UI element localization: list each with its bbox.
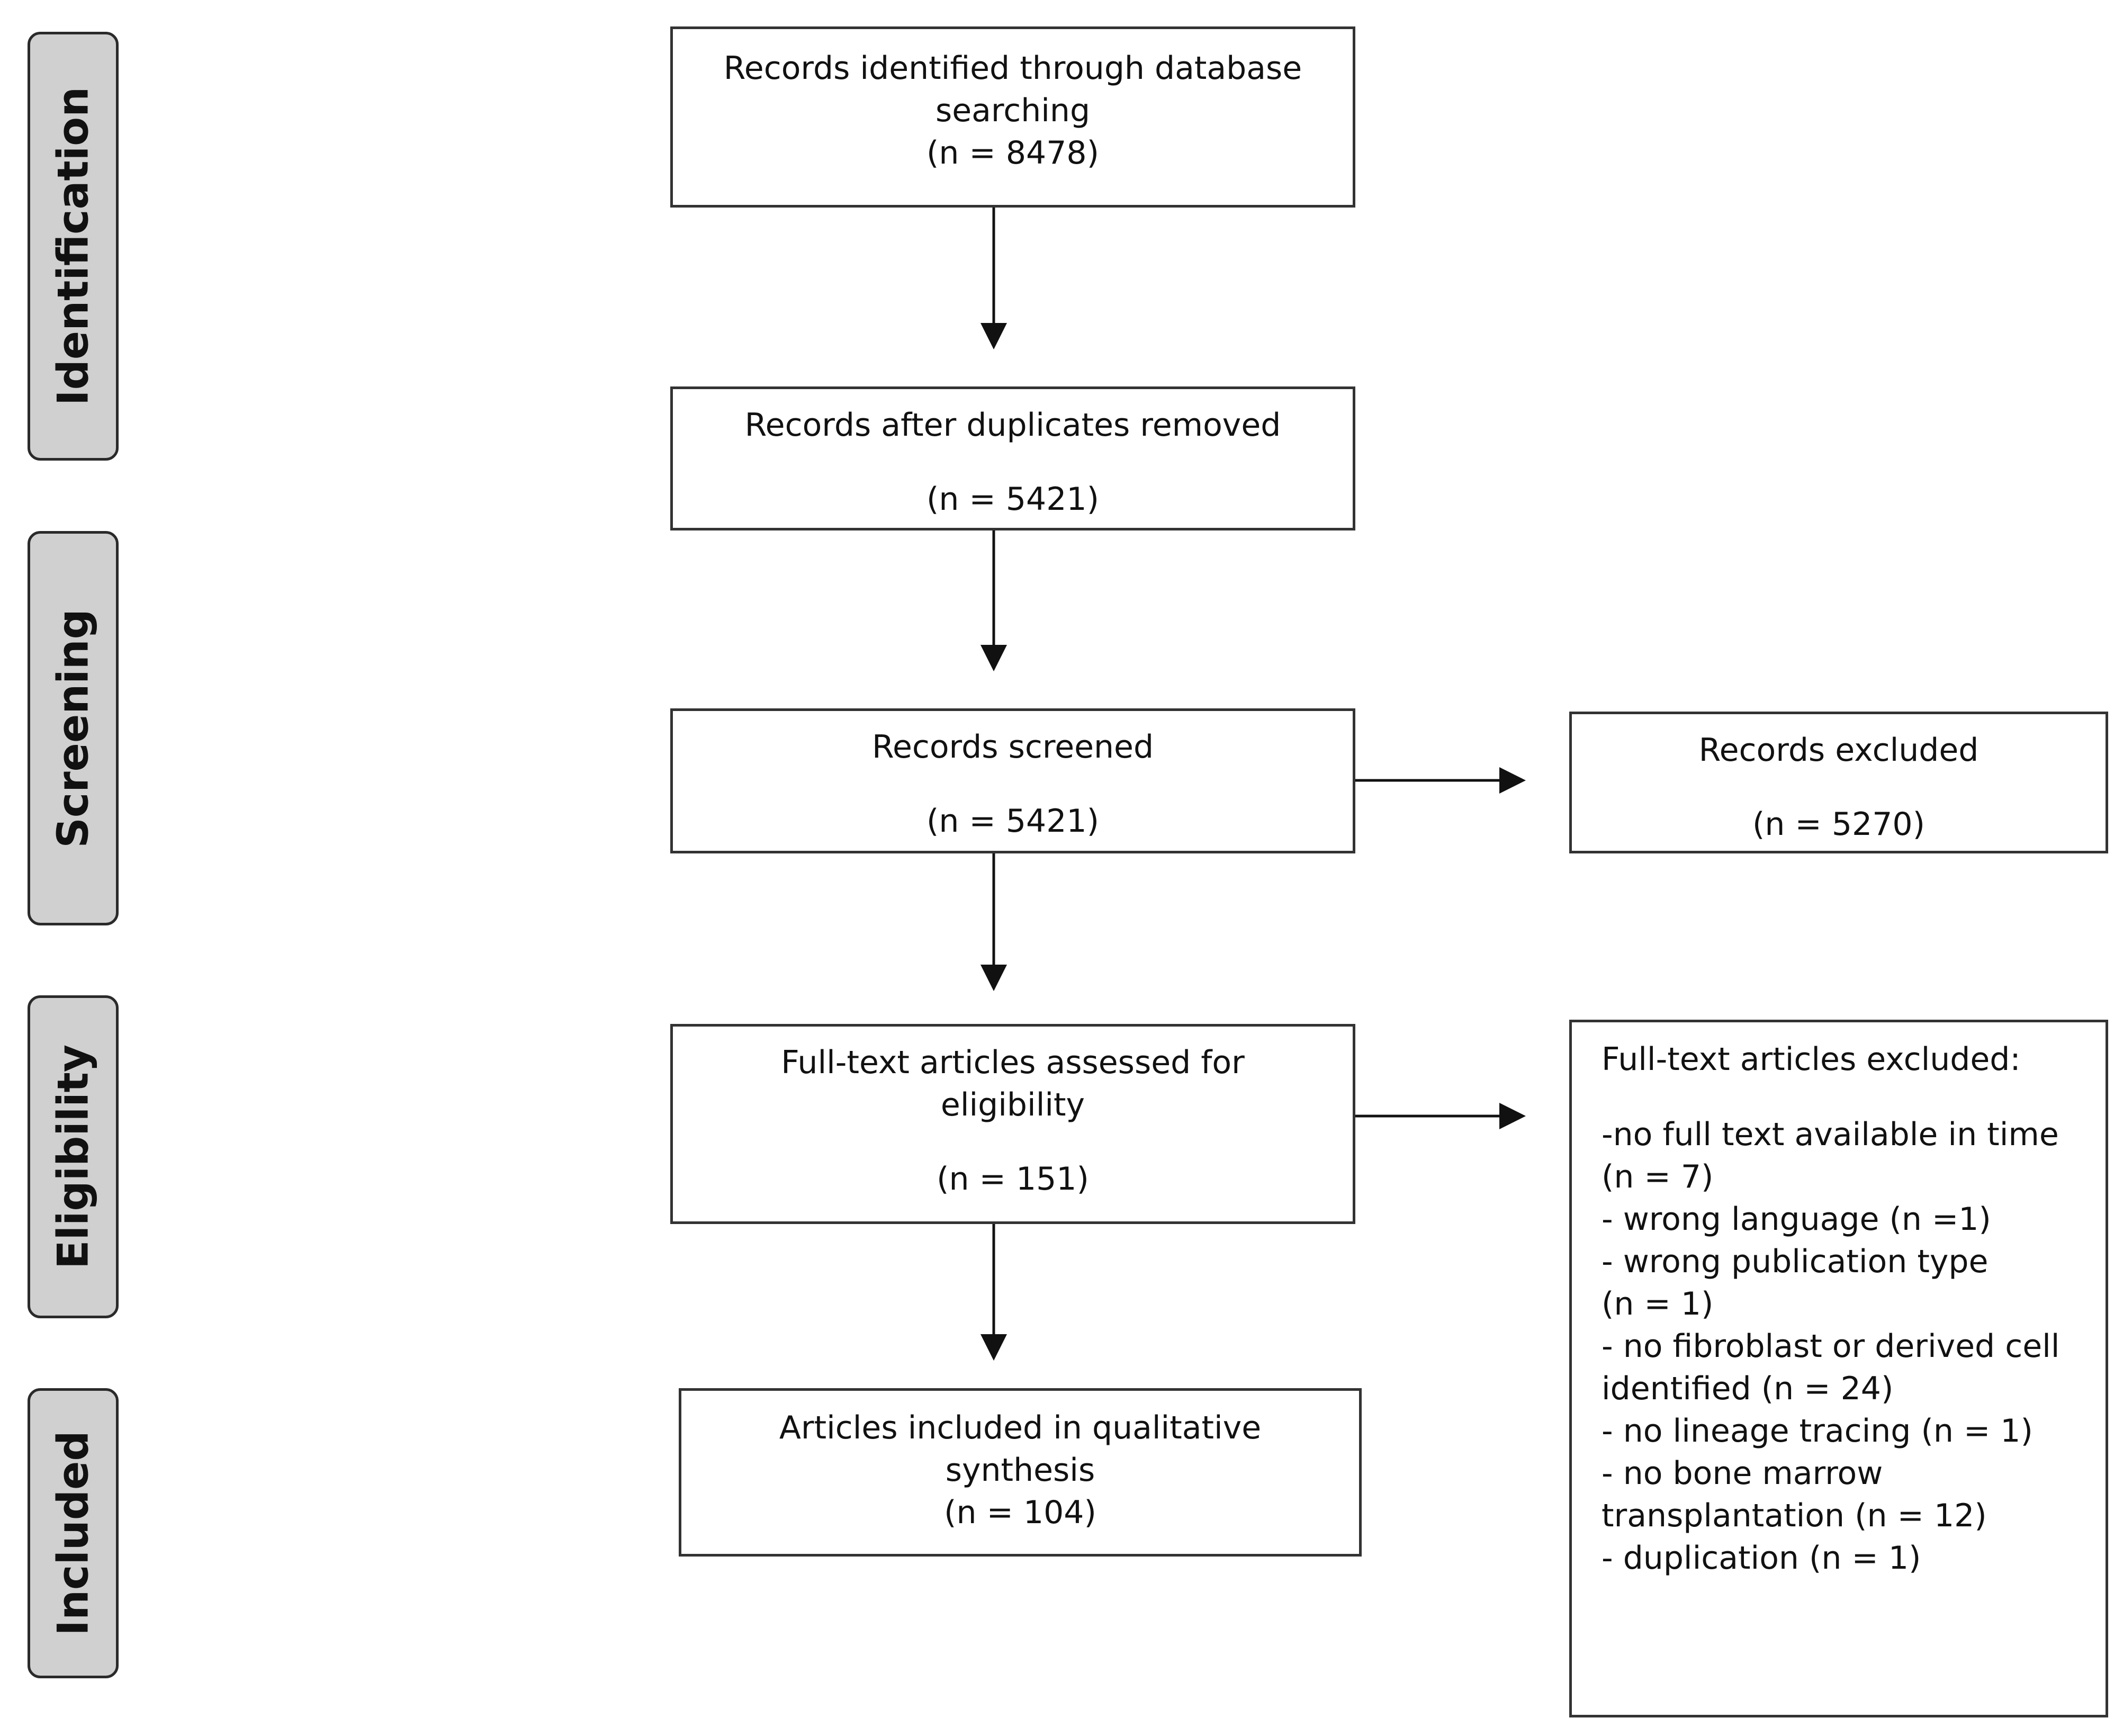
- exclusion-reason: identified (n = 24): [1602, 1370, 1894, 1407]
- articles-included-line2: synthesis: [945, 1452, 1095, 1489]
- fulltext-assessed-line1: Full-text articles assessed for: [781, 1044, 1245, 1081]
- records-identified-line2: searching: [935, 92, 1091, 129]
- exclusion-reason: - wrong language (n =1): [1602, 1201, 1991, 1238]
- fulltext-assessed-count: (n = 151): [937, 1161, 1089, 1198]
- box-articles-included: Articles included in qualitative synthes…: [679, 1388, 1362, 1557]
- box-records-excluded: Records excluded (n = 5270): [1569, 712, 2108, 853]
- phase-eligibility: Eligibility: [28, 995, 119, 1318]
- exclusion-reason: (n = 7): [1602, 1158, 1714, 1195]
- box-records-screened: Records screened (n = 5421): [670, 708, 1355, 853]
- fulltext-assessed-line2: eligibility: [940, 1086, 1085, 1123]
- records-deduplicated-count: (n = 5421): [926, 481, 1099, 518]
- articles-included-line1: Articles included in qualitative: [779, 1409, 1262, 1446]
- box-fulltext-assessed: Full-text articles assessed for eligibil…: [670, 1024, 1355, 1224]
- records-excluded-count: (n = 5270): [1752, 806, 1925, 843]
- phase-identification: Identification: [28, 32, 119, 461]
- exclusion-reason: - wrong publication type: [1602, 1243, 1989, 1280]
- articles-included-count: (n = 104): [944, 1494, 1096, 1531]
- exclusion-reason: - no fibroblast or derived cell: [1602, 1328, 2060, 1365]
- records-identified-line1: Records identified through database: [723, 50, 1302, 87]
- box-records-deduplicated: Records after duplicates removed (n = 54…: [670, 386, 1355, 530]
- records-excluded-label: Records excluded: [1698, 732, 1979, 769]
- records-screened-count: (n = 5421): [926, 803, 1099, 840]
- exclusion-reason: (n = 1): [1602, 1285, 1714, 1323]
- records-identified-count: (n = 8478): [926, 134, 1099, 172]
- exclusion-reason: - no lineage tracing (n = 1): [1602, 1413, 2033, 1450]
- exclusion-reason: transplantation (n = 12): [1602, 1497, 1987, 1534]
- phase-included: Included: [28, 1388, 119, 1678]
- exclusion-reason: - duplication (n = 1): [1602, 1540, 1921, 1577]
- exclusion-reason: -no full text available in time: [1602, 1116, 2059, 1153]
- fulltext-excluded-title: Full-text articles excluded:: [1602, 1041, 2021, 1078]
- exclusion-reason: - no bone marrow: [1602, 1455, 1883, 1492]
- records-deduplicated-label: Records after duplicates removed: [744, 407, 1281, 444]
- phase-screening: Screening: [28, 531, 119, 925]
- box-records-identified: Records identified through database sear…: [670, 26, 1355, 208]
- records-screened-label: Records screened: [871, 728, 1154, 766]
- box-fulltext-excluded: Full-text articles excluded: -no full te…: [1569, 1020, 2108, 1717]
